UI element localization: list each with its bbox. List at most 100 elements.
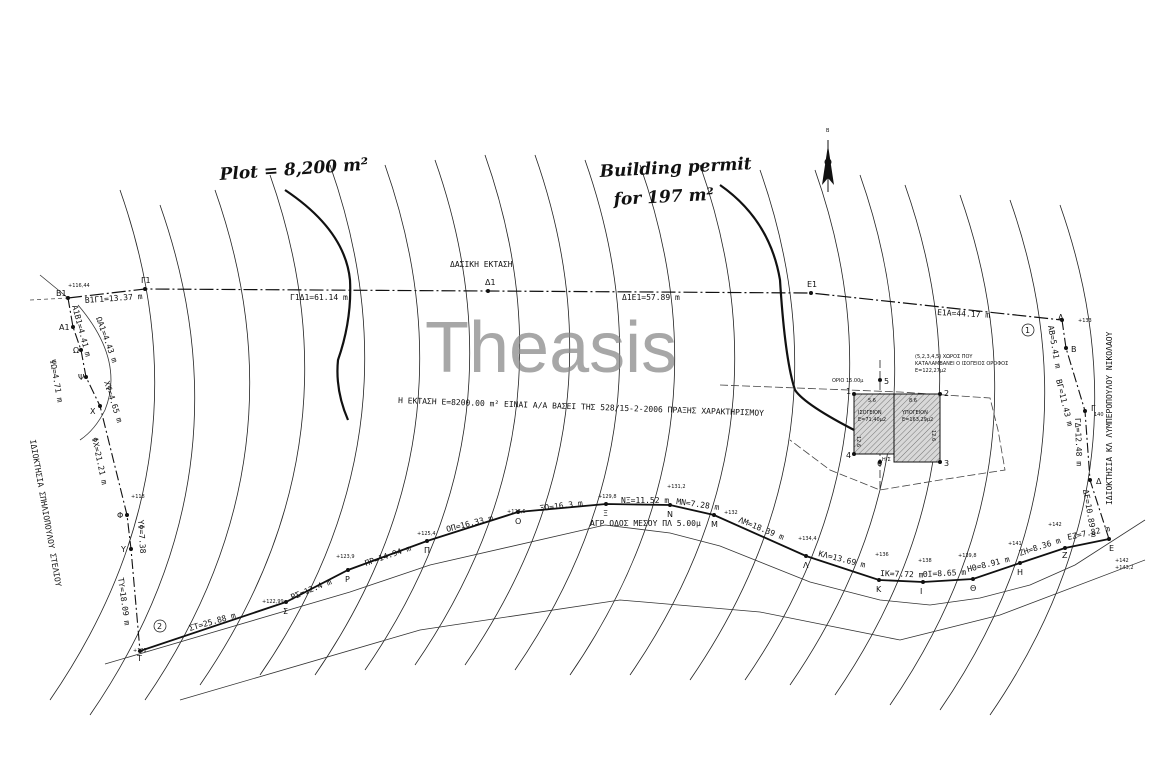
contour-line — [689, 169, 796, 681]
point-label-A1: A1 — [59, 323, 70, 332]
dim-b: 8.6 — [909, 398, 917, 404]
elevation-Z: +142 — [1048, 522, 1062, 528]
survey-point-B1 — [66, 296, 70, 300]
segment-length-B1G1: B1Γ1=13.37 m — [85, 292, 143, 305]
survey-point-TH — [971, 577, 975, 581]
point-label-D1: Δ1 — [485, 278, 496, 287]
segment-length-FCH: ΦX=21.21 m — [90, 437, 109, 486]
segment-length-THI: ΘI=8.65 m — [923, 568, 967, 579]
floor-note-3: Ε=122,27μ2 — [915, 368, 946, 374]
survey-point-b3 — [938, 460, 942, 464]
survey-point-A1 — [71, 325, 75, 329]
point-label-T: T — [136, 654, 142, 663]
survey-point-I — [921, 580, 925, 584]
point-label-H: H — [1017, 568, 1023, 577]
point-label-G1: Γ1 — [141, 276, 151, 285]
circle-1-marker — [1021, 323, 1035, 337]
dim-c: 12.6 — [855, 436, 861, 447]
floor-note-2: ΚΑΤΑΛΑΜΒΑΝΕΙ Ο ΙΣΟΓΕΙΟΣ ΟΡΟΦΟΣ — [915, 361, 1008, 367]
survey-point-Z — [1063, 546, 1067, 550]
survey-point-S — [284, 600, 288, 604]
segment-length-NX: NΞ=11.52 m — [621, 496, 669, 505]
survey-point-G — [1083, 409, 1087, 413]
survey-point-b1 — [852, 392, 856, 396]
contour-line — [569, 164, 676, 676]
survey-point-B — [1064, 346, 1068, 350]
boundary-extension — [29, 297, 69, 301]
contour-line — [49, 189, 156, 701]
segment-length-IK: IK=7.72 m — [880, 569, 924, 580]
point-label-R: P — [345, 575, 350, 584]
survey-point-O — [516, 510, 520, 514]
elevation-P: +125,4 — [417, 531, 436, 537]
point-label-CH: X — [90, 407, 96, 416]
point-label-Y: Y — [120, 545, 126, 554]
point-label-W: Ω — [73, 346, 79, 355]
segment-length-RS: PΣ=12.4 m — [289, 577, 333, 602]
survey-point-F — [125, 513, 129, 517]
point-label-B: B — [1071, 345, 1077, 354]
survey-point-CH — [98, 404, 102, 408]
survey-point-E — [1107, 537, 1111, 541]
point-label-b1: 1 — [846, 387, 851, 396]
point-label-b5: 5 — [884, 377, 889, 386]
basement-hatched — [893, 393, 941, 463]
point-label-L: Λ — [803, 561, 809, 570]
segment-length-GD: ΓΔ=12.48 m — [1073, 418, 1084, 467]
survey-point-b4 — [852, 452, 856, 456]
elevation-H: +141 — [1008, 541, 1022, 547]
permit-leader-line — [719, 184, 859, 433]
contour-line — [514, 159, 621, 671]
elevation-R: +123,9 — [336, 554, 355, 560]
circle-2-marker — [153, 619, 167, 633]
owner-left-label: ΙΔΙΟΚΤΗΣΙΑ ΣΠΗΛΙΟΠΟΥΛΟΥ ΣΤΕΛΙΟΥ — [28, 439, 63, 588]
survey-point-K — [877, 578, 881, 582]
elevation-B1: +116,44 — [68, 283, 90, 289]
segment-length-KL: KΛ=13.69 m — [818, 549, 867, 569]
circle-1-label: 1 — [1025, 326, 1030, 335]
point-label-B1: B1 — [56, 289, 67, 298]
elevation-I: +138 — [918, 558, 932, 564]
segment-length-YF: YΦ=7.38 — [136, 520, 147, 554]
contour-line — [89, 204, 196, 716]
point-label-O: Ο — [515, 517, 521, 526]
road-label: ΑΓΡ ΟΔΟΣ ΜΕΣΟΥ ΠΛ 5.00μ — [590, 519, 701, 528]
point-label-TH: Θ — [970, 584, 976, 593]
point-label-G: Γ — [1091, 404, 1096, 413]
basement-label: ΥΠΟΓΕΙΟΝ — [901, 410, 928, 416]
point-label-M: M — [711, 520, 718, 529]
plot-annotation: Plot = 8,200 m² — [218, 155, 369, 185]
elevation-G: 140 — [1094, 412, 1104, 418]
dim-e: H/Σ — [882, 457, 891, 463]
survey-point-b2 — [938, 392, 942, 396]
point-label-N: N — [667, 510, 673, 519]
contour-lines — [49, 154, 1096, 716]
boundary-extension — [39, 274, 69, 299]
contour-line — [939, 199, 1046, 711]
contour-line — [259, 164, 366, 676]
watermark: Theasis — [425, 308, 677, 388]
permit-annotation-line1: Building permit — [598, 154, 752, 182]
survey-point-W — [79, 348, 83, 352]
survey-point-R — [346, 568, 350, 572]
segment-length-MN: MN=7.28 m — [676, 497, 720, 512]
permit-annotation-line2: for 197 m² — [612, 185, 714, 210]
contour-line — [744, 169, 851, 681]
basement-area: Ε=163,29μ2 — [902, 417, 933, 423]
north-arrow-icon: B — [822, 128, 834, 192]
segment-length-OP: ΟΠ=16.33 m — [445, 514, 494, 534]
point-label-Z: Z — [1062, 551, 1068, 560]
point-label-S: Σ — [283, 607, 288, 616]
segment-length-XO: ΞΟ=16.3 m — [539, 499, 583, 513]
point-label-P: Π — [424, 546, 430, 555]
survey-point-G1 — [143, 287, 147, 291]
area-statement: Η ΕΚΤΑΣΗ Ε=8200.00 m² ΕΙΝΑΙ Α/Α ΒΑΣΕΙ ΤΗ… — [398, 396, 764, 418]
point-label-X: Ξ — [603, 509, 608, 518]
elevation-M: +132 — [724, 510, 738, 516]
stream-curve — [77, 304, 112, 441]
survey-point-A — [1060, 318, 1064, 322]
elevation-TH: +139,8 — [958, 553, 977, 559]
survey-point-P — [425, 539, 429, 543]
